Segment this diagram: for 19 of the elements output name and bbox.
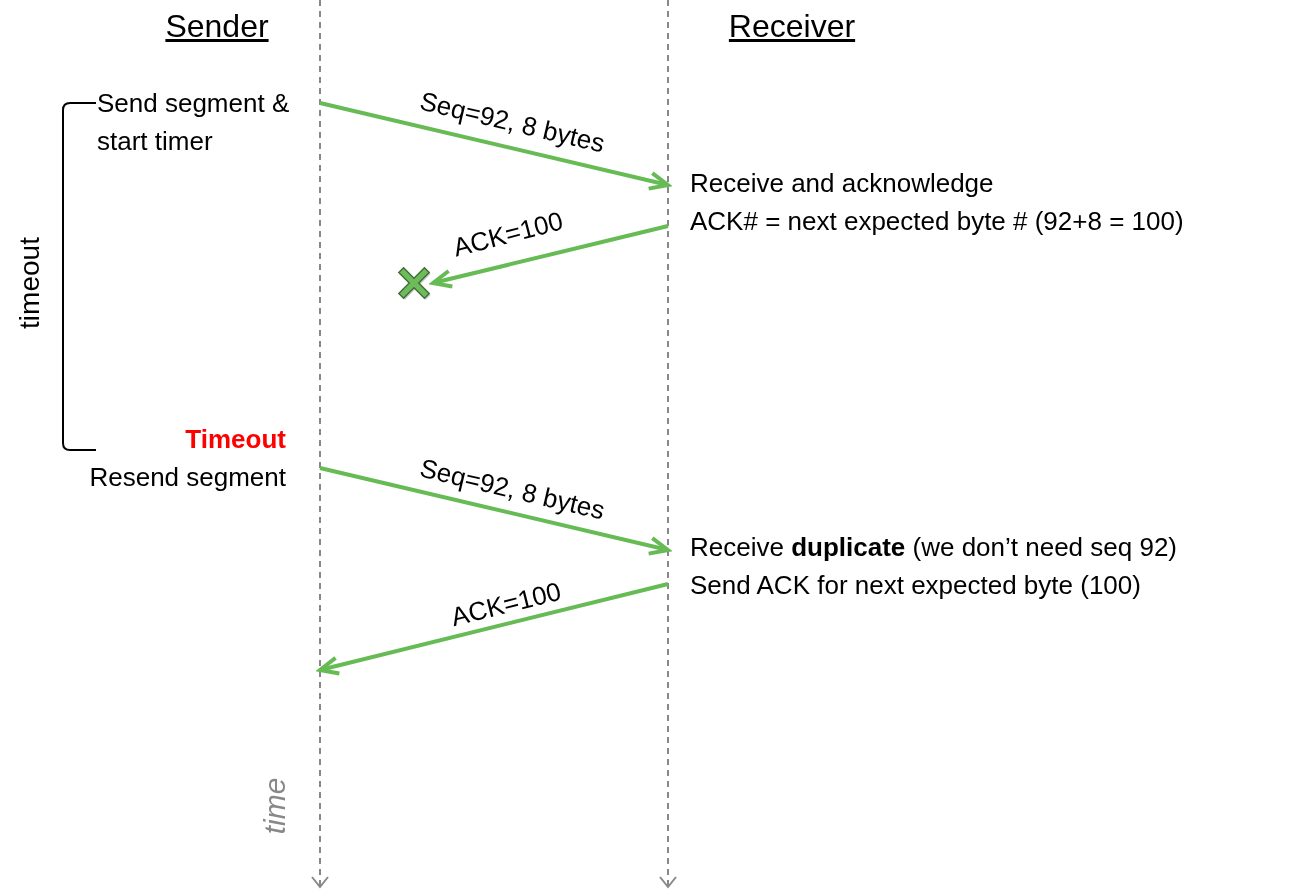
event-note: Send ACK for next expected byte (100) — [690, 569, 1142, 602]
message-arrow — [431, 224, 669, 289]
column-heading: Sender — [165, 8, 269, 45]
message-arrow — [318, 582, 669, 676]
event-note: Receive and acknowledge — [690, 167, 995, 200]
cross-icon — [395, 264, 433, 302]
event-note: Resend segment — [88, 461, 286, 494]
event-note: Send segment & start timer — [97, 87, 291, 158]
event-note: ACK# = next expected byte # (92+8 = 100) — [690, 205, 1185, 238]
axis-label: time — [258, 777, 292, 835]
column-heading: Receiver — [728, 8, 856, 45]
event-note: Receive duplicate (we don’t need seq 92) — [690, 531, 1179, 564]
message-arrow — [319, 101, 670, 191]
message-arrow — [319, 466, 670, 556]
edge-label: ACK=100 — [448, 576, 564, 632]
edge-label: Seq=92, 8 bytes — [417, 86, 607, 158]
bracket-label: timeout — [14, 237, 46, 329]
edge-label: Seq=92, 8 bytes — [417, 453, 607, 525]
status-label: Timeout — [184, 423, 286, 456]
